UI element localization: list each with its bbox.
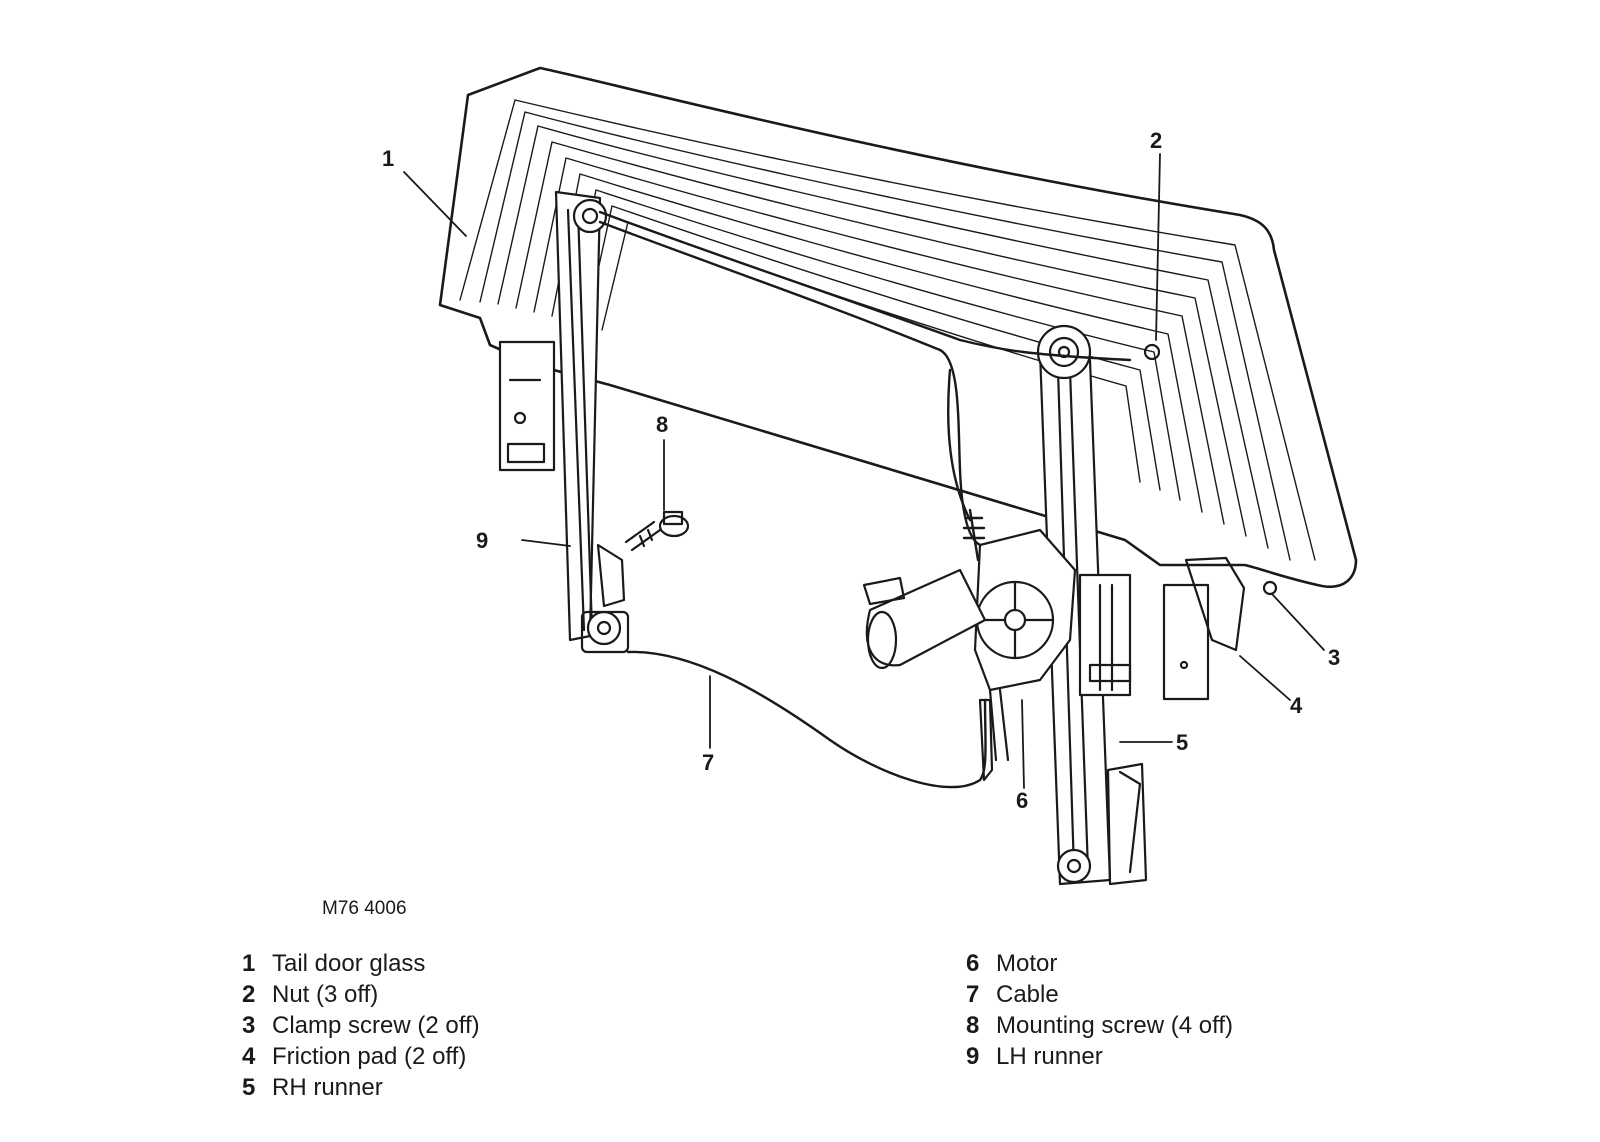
leader-1 bbox=[403, 171, 467, 237]
legend-left: 1 Tail door glass 2 Nut (3 off) 3 Clamp scr… bbox=[242, 948, 480, 1103]
friction-pads bbox=[1078, 343, 1278, 701]
leader-2 bbox=[1155, 153, 1161, 341]
legend-item: 8 Mounting screw (4 off) bbox=[966, 1010, 1233, 1041]
legend-label: Tail door glass bbox=[272, 950, 426, 977]
callout-2: 2 bbox=[1150, 128, 1162, 153]
legend-label: Motor bbox=[996, 950, 1058, 977]
motor bbox=[862, 528, 1077, 782]
legend-label: Cable bbox=[996, 981, 1059, 1008]
tail-door-glass bbox=[438, 66, 1358, 589]
callout-1: 1 bbox=[382, 146, 394, 171]
legend-number: 9 bbox=[966, 1043, 980, 1070]
leader-4 bbox=[1239, 655, 1291, 701]
window-regulator-diagram: 1 2 3 4 5 6 7 8 9 bbox=[382, 66, 1358, 886]
leader-3 bbox=[1271, 593, 1325, 651]
legend-number: 3 bbox=[242, 1012, 256, 1039]
legend-item: 1 Tail door glass bbox=[242, 948, 480, 979]
leader-6 bbox=[1021, 699, 1025, 789]
callout-7: 7 bbox=[702, 750, 714, 775]
legend-item: 7 Cable bbox=[966, 979, 1233, 1010]
callout-3: 3 bbox=[1328, 645, 1340, 670]
legend-number: 4 bbox=[242, 1043, 256, 1070]
legend-item: 6 Motor bbox=[966, 948, 1233, 979]
legend-item: 2 Nut (3 off) bbox=[242, 979, 480, 1010]
callout-5: 5 bbox=[1176, 730, 1188, 755]
legend-label: Nut (3 off) bbox=[272, 981, 379, 1008]
legend-item: 9 LH runner bbox=[966, 1041, 1233, 1072]
legend-label: Mounting screw (4 off) bbox=[996, 1012, 1233, 1039]
lh-runner bbox=[498, 190, 630, 654]
callout-4: 4 bbox=[1290, 693, 1303, 718]
rh-runner bbox=[1036, 324, 1148, 886]
legend-label: RH runner bbox=[272, 1074, 383, 1101]
legend-label: LH runner bbox=[996, 1043, 1103, 1070]
legend-number: 6 bbox=[966, 950, 980, 977]
figure-reference: M76 4006 bbox=[322, 898, 407, 919]
legend-label: Clamp screw (2 off) bbox=[272, 1012, 480, 1039]
callout-8: 8 bbox=[656, 412, 668, 437]
legend-item: 4 Friction pad (2 off) bbox=[242, 1041, 480, 1072]
callout-6: 6 bbox=[1016, 788, 1028, 813]
legend-item: 5 RH runner bbox=[242, 1072, 480, 1103]
leader-lines bbox=[403, 153, 1325, 789]
cable bbox=[598, 210, 1132, 789]
legend-number: 2 bbox=[242, 981, 256, 1008]
legend-item: 3 Clamp screw (2 off) bbox=[242, 1010, 480, 1041]
legend-number: 1 bbox=[242, 950, 256, 977]
legend-label: Friction pad (2 off) bbox=[272, 1043, 467, 1070]
legend-number: 5 bbox=[242, 1074, 256, 1101]
callout-9: 9 bbox=[476, 528, 488, 553]
mounting-screw bbox=[624, 510, 690, 552]
leader-9 bbox=[521, 539, 571, 547]
legend-number: 7 bbox=[966, 981, 980, 1008]
legend-number: 8 bbox=[966, 1012, 980, 1039]
